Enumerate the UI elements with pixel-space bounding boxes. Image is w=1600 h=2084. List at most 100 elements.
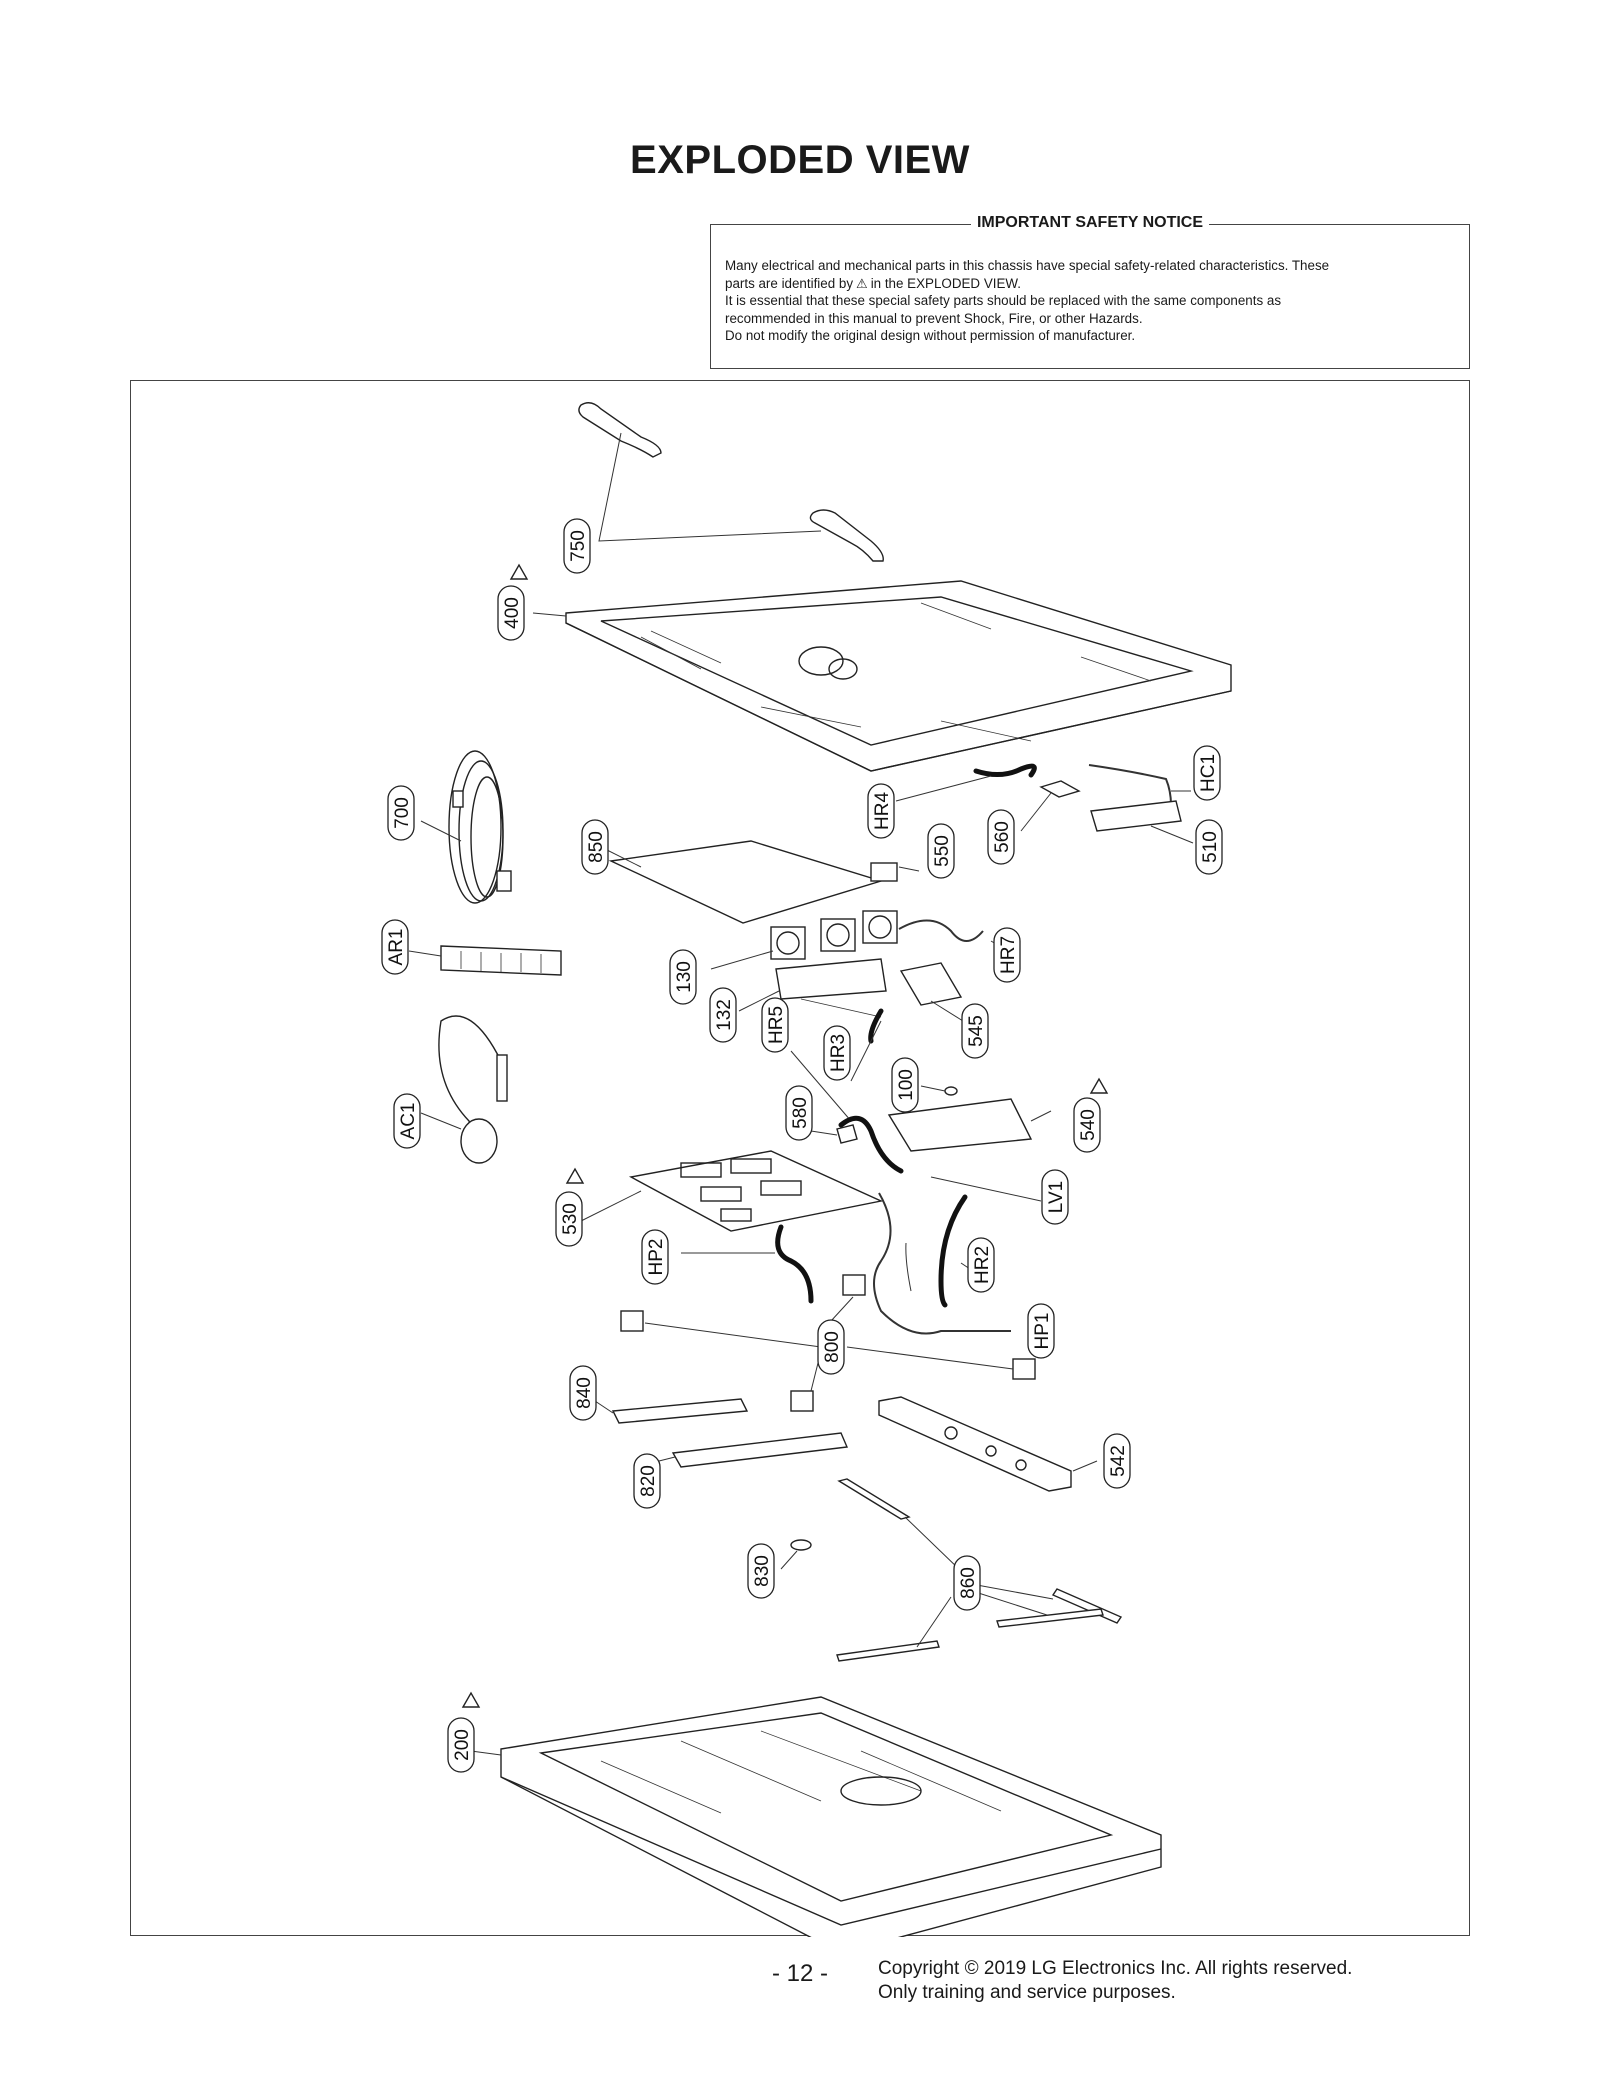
part-label-700: 700	[387, 785, 415, 841]
receiver-part-ac1	[420, 1015, 508, 1164]
notice-line-2: parts are identified by⚠in the EXPLODED …	[725, 275, 1022, 291]
part-number-hr7: HR7	[998, 936, 1019, 974]
part-label-hc1: HC1	[1193, 745, 1221, 801]
part-number-ac1: AC1	[398, 1103, 419, 1140]
exploded-view-figure: .outline { fill:none; stroke:#222; strok…	[130, 380, 1470, 1937]
part-number-200: 200	[452, 1729, 473, 1761]
part-number-820: 820	[638, 1465, 659, 1497]
part-label-400: 400	[497, 585, 525, 641]
cable-part-hr4	[895, 763, 1037, 802]
part-number-545: 545	[966, 1015, 987, 1047]
plate-part-820	[650, 1432, 849, 1468]
part-label-100: 100	[891, 1057, 919, 1113]
safety-notice-box: IMPORTANT SAFETY NOTICE Many electrical …	[710, 214, 1470, 369]
cable-part-hr3	[850, 1008, 884, 1082]
part-number-700: 700	[392, 797, 413, 829]
fans-part-130	[710, 910, 898, 970]
part-label-860: 860	[953, 1555, 981, 1611]
part-number-hc1: HC1	[1198, 754, 1219, 792]
part-number-lv1: LV1	[1046, 1181, 1067, 1213]
part-label-200: 200	[447, 1717, 475, 1773]
part-number-560: 560	[992, 821, 1013, 853]
notice-line-5: Do not modify the original design withou…	[725, 328, 1136, 343]
cable-part-hr7	[898, 919, 1002, 948]
part-number-860: 860	[958, 1567, 979, 1599]
speakers-part-800	[620, 1274, 1036, 1412]
power-cord-part-700	[420, 750, 512, 904]
part-number-580: 580	[790, 1097, 811, 1129]
board-part-540	[887, 1098, 1052, 1152]
cable-part-hp2	[681, 1224, 814, 1304]
part-number-800: 800	[822, 1331, 843, 1363]
part-number-130: 130	[674, 961, 695, 993]
part-830	[780, 1539, 812, 1570]
part-label-820: 820	[633, 1453, 661, 1509]
rails-part-860	[836, 1478, 1123, 1662]
usage-line: Only training and service purposes.	[878, 1982, 1176, 2003]
board-part-530	[580, 1150, 884, 1232]
part-number-hp2: HP2	[646, 1239, 667, 1276]
part-label-132: 132	[709, 987, 737, 1043]
part-label-130: 130	[669, 949, 697, 1005]
part-label-lv1: LV1	[1041, 1169, 1069, 1225]
cable-part-lv1	[838, 1115, 1042, 1202]
part-number-hr5: HR5	[766, 1006, 787, 1044]
part-number-750: 750	[568, 530, 589, 562]
part-label-750: 750	[563, 518, 591, 574]
part-label-530: 530	[555, 1191, 583, 1247]
copyright-line: Copyright © 2019 LG Electronics Inc. All…	[878, 1958, 1353, 1979]
exploded-view-drawing: .outline { fill:none; stroke:#222; strok…	[381, 402, 1232, 1937]
plate-part-840	[594, 1398, 749, 1424]
part-number-830: 830	[752, 1555, 773, 1587]
bracket-part-542	[878, 1396, 1098, 1492]
part-label-580: 580	[785, 1085, 813, 1141]
back-cover-part-400	[532, 580, 1232, 772]
part-label-hr4: HR4	[867, 783, 895, 839]
part-number-510: 510	[1200, 831, 1221, 863]
part-number-100: 100	[896, 1069, 917, 1101]
part-number-132: 132	[714, 999, 735, 1031]
part-label-560: 560	[987, 809, 1015, 865]
part-580	[810, 1124, 858, 1144]
part-label-hp1: HP1	[1027, 1303, 1055, 1359]
part-number-hr4: HR4	[872, 792, 893, 830]
notice-line-3: It is essential that these special safet…	[725, 293, 1282, 308]
sheet-part-850	[600, 840, 884, 924]
warning-triangle-icon	[1089, 1077, 1109, 1094]
part-label-850: 850	[581, 819, 609, 875]
chassis-part-200	[470, 1696, 1162, 1937]
warning-triangle-icon	[509, 563, 529, 580]
safety-notice-text: Many electrical and mechanical parts in …	[725, 257, 1455, 345]
part-label-540: 540	[1073, 1097, 1101, 1153]
brackets-part-132	[738, 958, 887, 1018]
page-number: - 12 -	[772, 1960, 829, 1987]
part-number-530: 530	[560, 1203, 581, 1235]
safety-notice-heading: IMPORTANT SAFETY NOTICE	[970, 214, 1210, 231]
board-part-560	[1020, 780, 1081, 832]
warning-triangles	[461, 563, 1109, 1708]
cable-part-hp1	[873, 1192, 1011, 1335]
bracket-part-510	[1090, 800, 1194, 844]
part-label-hr5: HR5	[761, 997, 789, 1053]
part-number-542: 542	[1108, 1445, 1129, 1477]
notice-line-1: Many electrical and mechanical parts in …	[725, 258, 1330, 273]
part-label-ac1: AC1	[393, 1093, 421, 1149]
part-100	[920, 1085, 958, 1096]
part-number-550: 550	[932, 835, 953, 867]
warning-triangle-icon	[461, 1691, 481, 1708]
part-label-545: 545	[961, 1003, 989, 1059]
part-label-ar1: AR1	[381, 919, 409, 975]
part-number-hp1: HP1	[1032, 1313, 1053, 1350]
cable-part-hc1	[1088, 764, 1191, 806]
page-title: EXPLODED VIEW	[630, 138, 970, 182]
part-label-hr7: HR7	[993, 927, 1021, 983]
part-number-840: 840	[574, 1377, 595, 1409]
part-550	[870, 862, 920, 882]
part-number-ar1: AR1	[386, 929, 407, 966]
warning-triangle-icon	[565, 1167, 585, 1184]
part-label-510: 510	[1195, 819, 1223, 875]
warning-triangle-icon: ⚠	[856, 275, 868, 291]
handle-part-750	[578, 402, 884, 562]
part-label-hr2: HR2	[967, 1237, 995, 1293]
part-number-400: 400	[502, 597, 523, 629]
